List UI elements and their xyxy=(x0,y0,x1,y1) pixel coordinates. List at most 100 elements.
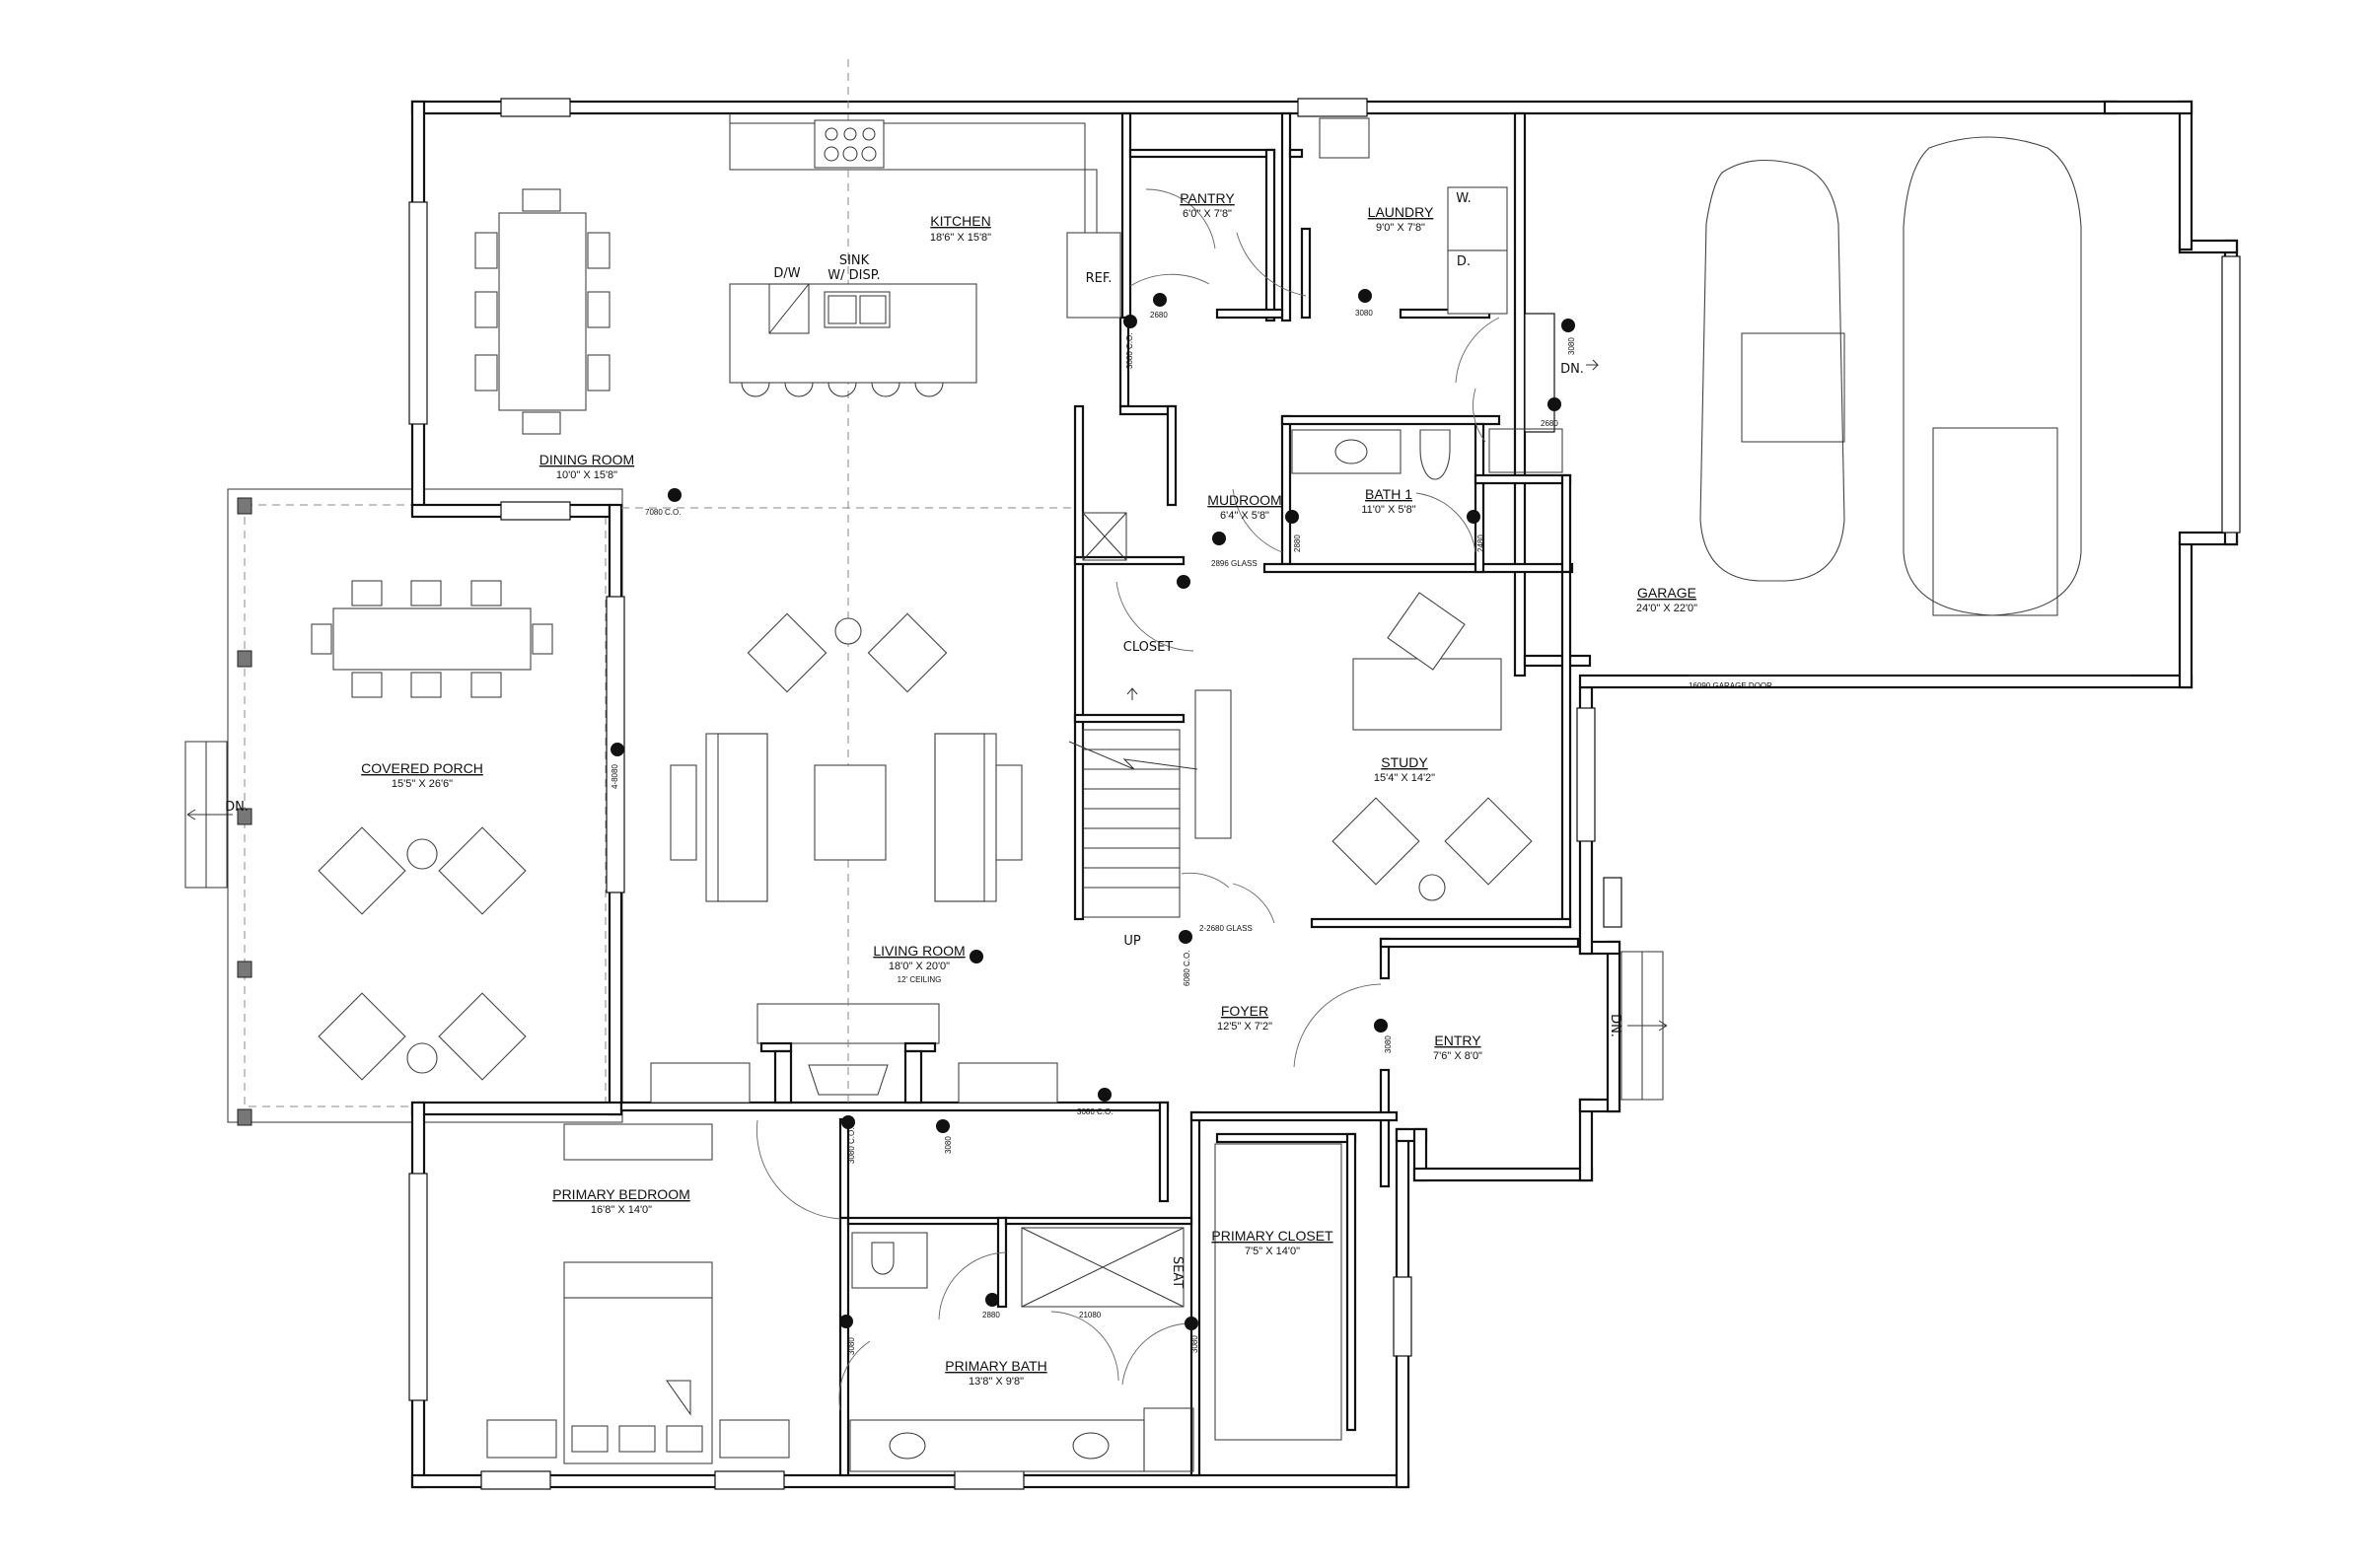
garage-dn-label: DN. xyxy=(1560,362,1584,377)
study-dim: 15'4" X 14'2" xyxy=(1374,772,1435,784)
fixtures xyxy=(1082,117,1563,561)
kitchen-name: KITCHEN xyxy=(930,213,990,229)
door-tag-markers xyxy=(611,289,1575,1330)
closet-shelving xyxy=(1214,1143,1342,1441)
living-furniture xyxy=(650,612,1058,1104)
entry-dn-label: DN. xyxy=(1608,1014,1622,1037)
entry-dim: 7'6" X 8'0" xyxy=(1433,1050,1482,1062)
door-tag: 2880 xyxy=(1293,535,1302,552)
covered-porch-area xyxy=(184,488,623,1126)
door-tag: 3080 C.O. xyxy=(847,1128,856,1164)
door-tag: 4-8080 xyxy=(611,764,619,789)
door-tag: 3080 C.O. xyxy=(1125,333,1134,369)
door-tag: 16090 GARAGE DOOR xyxy=(1689,681,1772,690)
dw-label: D/W xyxy=(773,266,800,281)
garage-step-arrow xyxy=(1586,359,1600,371)
living-ceiling: 12' CEILING xyxy=(898,975,942,984)
sink-disp-label: W/ DISP. xyxy=(827,268,880,283)
sink xyxy=(824,291,891,328)
ref-label: REF. xyxy=(1086,271,1113,286)
garage-name: GARAGE xyxy=(1637,585,1696,601)
laundry-name: LAUNDRY xyxy=(1368,204,1434,220)
bar-stools xyxy=(741,382,944,397)
primary-bath-dim: 13'8" X 9'8" xyxy=(969,1376,1024,1388)
door-tag: 3080 xyxy=(1567,337,1576,355)
porch-post xyxy=(237,650,252,668)
window xyxy=(1393,1276,1412,1357)
living-dim: 18'0" X 20'0" xyxy=(889,961,950,972)
garage-cars xyxy=(1689,136,2130,677)
entry-name: ENTRY xyxy=(1434,1033,1481,1048)
porch-post xyxy=(237,961,252,978)
bath1-dim: 11'0" X 5'8" xyxy=(1361,504,1415,516)
porch-dining-table xyxy=(311,580,553,698)
dining-table xyxy=(474,188,611,435)
interior-walls xyxy=(619,111,1580,1477)
dining-name: DINING ROOM xyxy=(539,452,634,467)
door-tag: 7080 C.O. xyxy=(645,508,681,517)
window xyxy=(1576,707,1596,842)
door-tag: 2680 xyxy=(1541,419,1558,428)
closet-label: CLOSET xyxy=(1123,640,1174,655)
sink-label: SINK xyxy=(839,253,870,268)
fireplace-hearth xyxy=(756,1003,940,1044)
window xyxy=(408,1173,428,1401)
primary-closet-dim: 7'5" X 14'0" xyxy=(1245,1246,1300,1257)
seat-label: SEAT xyxy=(1170,1256,1185,1288)
window xyxy=(714,1470,785,1490)
car-truck xyxy=(1903,136,2082,616)
fixture-labels: SINK W/ DISP. D/W REF. CLOSET UP W. D. D… xyxy=(225,191,1622,1288)
window xyxy=(1297,98,1368,117)
laundry-sink xyxy=(1319,117,1370,159)
primary-bath-name: PRIMARY BATH xyxy=(945,1358,1046,1374)
door-tag: 2896 GLASS xyxy=(1211,559,1258,568)
washer-label: W. xyxy=(1456,191,1472,206)
kitchen-area xyxy=(729,59,1121,1105)
window xyxy=(1603,877,1622,928)
door-tag: 2880 xyxy=(982,1311,1000,1319)
car-sedan xyxy=(1699,159,1845,582)
pantry-dim: 6'0" X 7'8" xyxy=(1183,208,1232,220)
window xyxy=(500,501,571,521)
window xyxy=(480,1470,551,1490)
kitchen-dim: 18'6" X 15'8" xyxy=(930,232,991,244)
door-tag: 3080 xyxy=(944,1136,953,1154)
primary-closet-name: PRIMARY CLOSET xyxy=(1211,1228,1333,1244)
primary-bath-fixtures xyxy=(849,1227,1194,1472)
window xyxy=(408,201,428,425)
pantry-name: PANTRY xyxy=(1180,190,1235,206)
door-tag-labels: 2680 3080 3080 C.O. 3080 2680 7080 C.O. … xyxy=(611,309,1772,1355)
porch-name: COVERED PORCH xyxy=(361,760,483,776)
door-tag: 3080 xyxy=(1355,309,1373,318)
refrigerator xyxy=(1066,232,1121,319)
window xyxy=(500,98,571,117)
door-tag: 3080 xyxy=(847,1337,856,1355)
bath1-name: BATH 1 xyxy=(1365,486,1412,502)
primary-bedroom-name: PRIMARY BEDROOM xyxy=(552,1186,690,1202)
windows xyxy=(408,98,2241,1490)
porch-dn-label: DN. xyxy=(225,800,249,815)
door-tag: 21080 xyxy=(1079,1311,1102,1319)
door-tag: 3080 C.O. xyxy=(1077,1107,1113,1116)
porch-post xyxy=(237,497,252,515)
window xyxy=(1524,313,1555,433)
foyer-name: FOYER xyxy=(1221,1003,1268,1019)
entry-steps xyxy=(1620,951,1668,1101)
door-tag: 2680 xyxy=(1150,311,1168,320)
mudroom-name: MUDROOM xyxy=(1207,492,1281,508)
living-name: LIVING ROOM xyxy=(873,943,965,959)
washer xyxy=(1447,186,1508,251)
room-labels: KITCHEN 18'6" X 15'8" PANTRY 6'0" X 7'8"… xyxy=(361,190,1697,1388)
toilet xyxy=(1419,429,1451,480)
laundry-dim: 9'0" X 7'8" xyxy=(1376,222,1425,234)
door-tag: 2480 xyxy=(1476,535,1485,552)
window xyxy=(2221,255,2241,534)
primary-bedroom-dim: 16'8" X 14'0" xyxy=(591,1204,652,1216)
door-tag: 3080 xyxy=(1384,1035,1393,1053)
staircase xyxy=(1068,687,1232,918)
bedroom-furniture xyxy=(486,1123,790,1464)
porch-steps xyxy=(184,741,233,889)
door-tag: 2-2680 GLASS xyxy=(1199,924,1253,933)
vanity xyxy=(1291,429,1402,474)
